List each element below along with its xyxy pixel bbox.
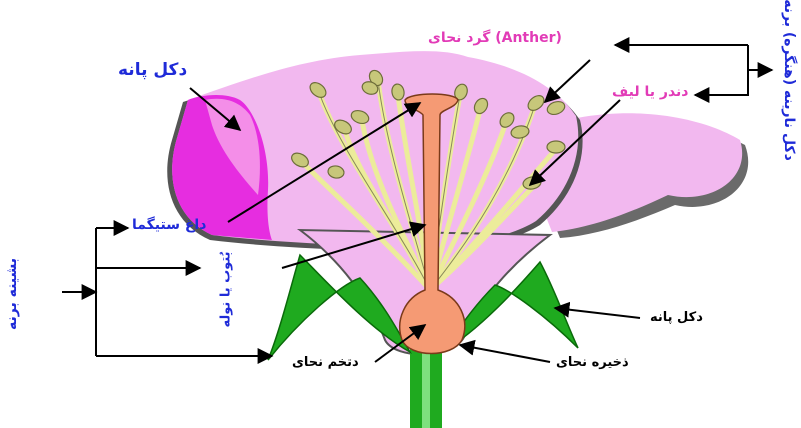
label-female-organ: بشینه برنه xyxy=(4,258,20,330)
label-sepal: دکل پانه xyxy=(650,310,703,325)
label-style: بُتوب یا نوله xyxy=(219,251,234,327)
label-filament: دندر یا لیف xyxy=(612,84,689,100)
label-petal-top: دکل پانه xyxy=(118,60,187,80)
label-anther: (Anther) گرد نحای xyxy=(428,30,562,46)
label-stigma: داغ ستیگما xyxy=(132,217,206,233)
stem-highlight xyxy=(422,345,430,428)
label-male-organ: دکل نارینه (هنگره) برنه xyxy=(781,0,797,161)
label-ovary: دتخم نحای xyxy=(292,355,359,370)
label-receptacle: ذخیره نحای xyxy=(556,355,629,370)
